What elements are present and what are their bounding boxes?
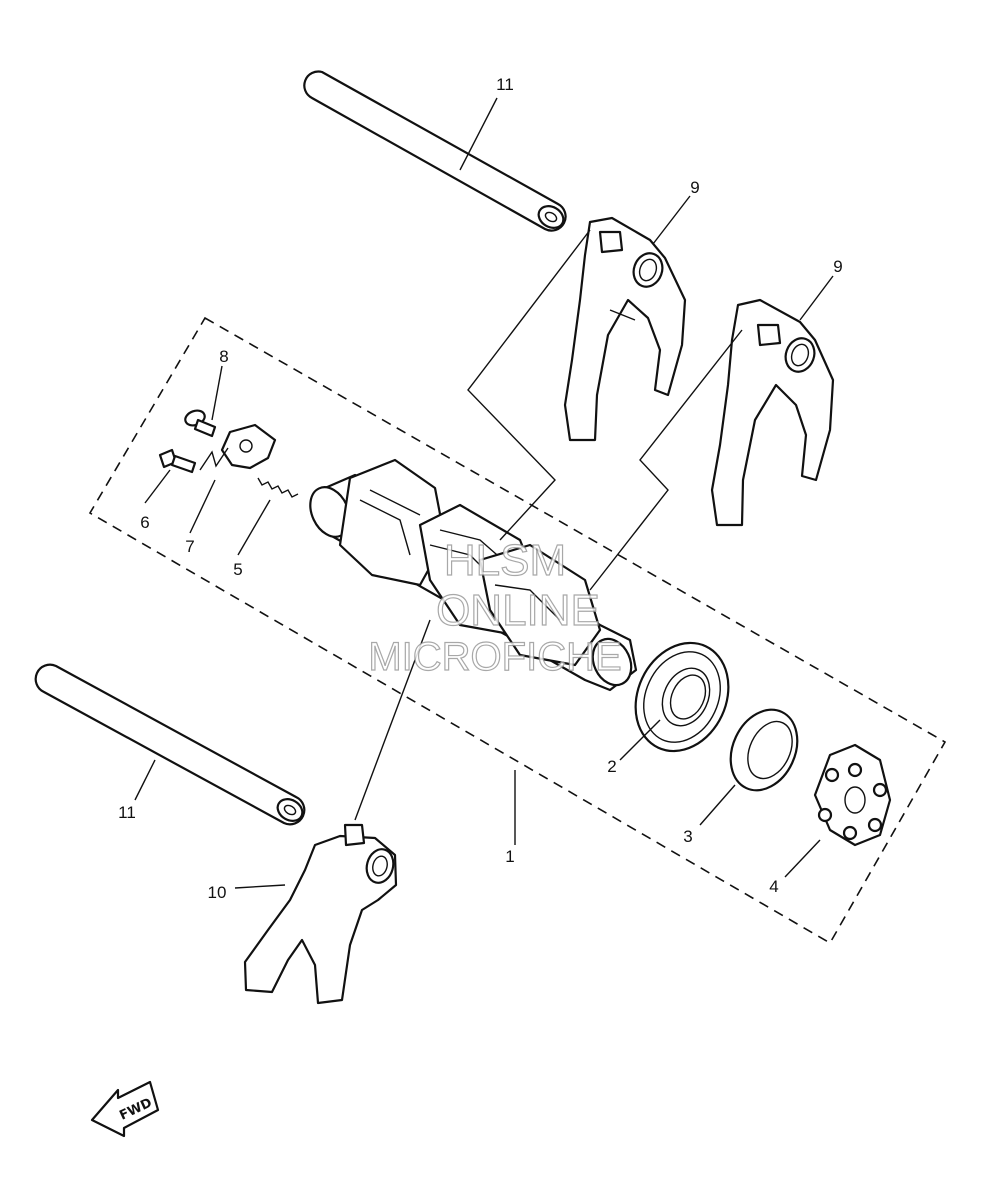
collar [729, 708, 799, 792]
callout-11-upper: 11 [496, 75, 514, 94]
watermark-line-2: ONLINE [436, 586, 600, 635]
spring [257, 477, 299, 498]
callout-11-lower: 11 [118, 803, 136, 822]
callout-10: 10 [208, 883, 227, 902]
callout-1: 1 [505, 847, 514, 866]
callout-9-right: 9 [833, 257, 842, 276]
callout-5: 5 [233, 560, 242, 579]
assembly-boundary [88, 316, 947, 945]
shift-fork-shaft-upper [303, 70, 567, 232]
callout-4: 4 [769, 877, 778, 896]
fwd-arrow-icon: FWD [90, 1080, 160, 1138]
shift-fork-9-upper [563, 216, 687, 442]
watermark-line-3: MICROFICHE [368, 635, 621, 679]
shift-fork-10 [243, 823, 398, 1005]
callout-7: 7 [185, 537, 194, 556]
leader-lines [134, 97, 834, 889]
shift-fork-9-right [710, 298, 835, 527]
screw-8 [184, 409, 217, 438]
segment [813, 743, 892, 847]
watermark: HLSM ONLINE MICROFICHE [368, 535, 623, 679]
shift-drum [309, 458, 638, 692]
shift-fork-shaft-lower [34, 663, 306, 826]
stopper-plate [199, 423, 277, 471]
screw-6 [158, 448, 197, 474]
bearing [634, 641, 730, 753]
callout-2: 2 [607, 757, 616, 776]
callout-9-upper: 9 [690, 178, 699, 197]
callout-8: 8 [219, 347, 228, 366]
callout-3: 3 [683, 827, 692, 846]
watermark-line-1: HLSM [444, 536, 566, 585]
callout-6: 6 [140, 513, 149, 532]
